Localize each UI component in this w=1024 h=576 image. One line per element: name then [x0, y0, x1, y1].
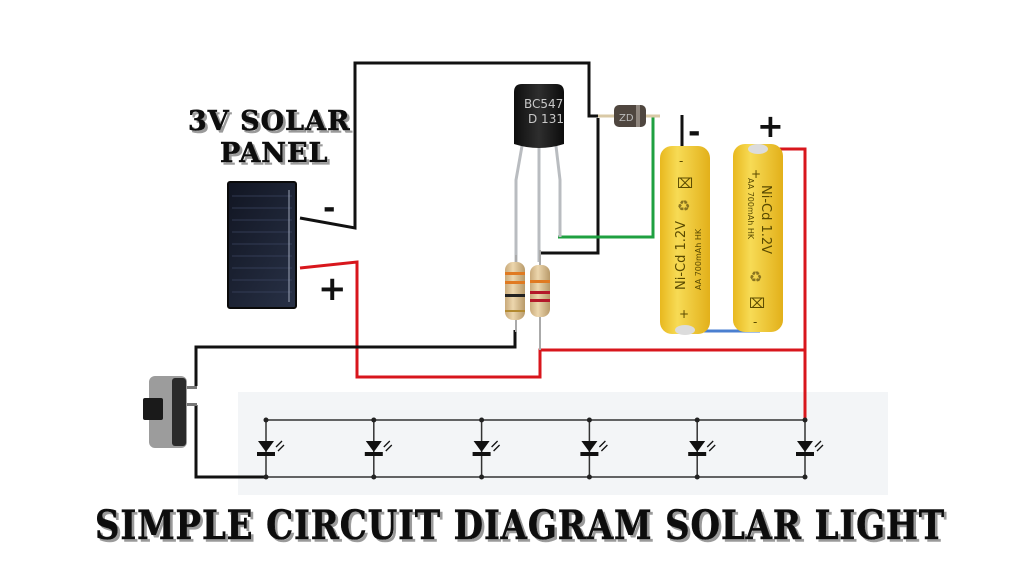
battery-2-chemistry: Ni-Cd 1.2V	[758, 185, 773, 254]
panel-negative-sign: -	[323, 191, 335, 226]
battery-negative-sign: -	[688, 115, 700, 150]
junction-dot	[371, 417, 377, 423]
transistor-marking-line2: D 131	[528, 112, 564, 126]
junction-dot	[586, 474, 592, 480]
battery-2: + - Ni-Cd 1.2V AA 700mAh HK ♻ ⌧	[733, 144, 783, 332]
led-board-background	[238, 392, 888, 495]
wire-green	[558, 114, 655, 239]
junction-dot	[263, 474, 269, 480]
junction-dot	[371, 474, 377, 480]
diode: ZD	[598, 105, 660, 127]
transistor-bc547: BC547 D 131	[514, 84, 564, 265]
battery-2-disposal-icon: ⌧	[749, 296, 765, 312]
led	[472, 417, 501, 480]
junction-dot	[263, 417, 269, 423]
junction-dot	[479, 417, 485, 423]
junction-dot	[802, 417, 808, 423]
led	[364, 417, 393, 480]
battery-1-disposal-icon: ⌧	[677, 176, 693, 192]
battery-1-bottom-terminal: +	[679, 307, 689, 321]
resistor-2	[530, 250, 550, 350]
wire-battery-positive	[770, 147, 807, 420]
wire-resistor-to-switch	[194, 330, 517, 386]
solar-panel-label-line1: 3V SOLAR	[188, 106, 351, 137]
wire-transistor-to-diode	[540, 118, 600, 255]
battery-2-bottom-terminal: -	[753, 315, 757, 329]
junction-dot	[694, 474, 700, 480]
resistor-1	[505, 255, 525, 332]
panel-positive-sign: +	[318, 269, 347, 309]
wire-panel-negative	[299, 61, 598, 230]
solar-panel	[227, 181, 297, 309]
battery-1-chemistry: Ni-Cd 1.2V	[674, 221, 689, 290]
solar-panel-label-line2: PANEL	[220, 138, 329, 169]
junction-dot	[586, 417, 592, 423]
battery-1: - + Ni-Cd 1.2V AA 700mAh HK ⌧ ♻	[660, 146, 710, 335]
led	[580, 417, 608, 480]
led	[257, 417, 285, 480]
led	[688, 417, 716, 480]
diode-marking: ZD	[619, 113, 634, 124]
wire-panel-positive	[299, 260, 805, 379]
led-array	[257, 417, 824, 480]
led	[796, 417, 824, 480]
battery-1-top-terminal: -	[679, 154, 683, 168]
slide-switch[interactable]	[143, 376, 197, 448]
transistor-marking-line1: BC547	[524, 97, 563, 111]
battery-1-recycle-icon: ♻	[677, 197, 690, 215]
battery-1-spec: AA 700mAh HK	[694, 228, 703, 290]
junction-dot	[694, 417, 700, 423]
wire-switch-to-led	[194, 405, 266, 479]
wires	[194, 61, 807, 479]
battery-2-spec: AA 700mAh HK	[746, 178, 755, 240]
battery-2-top-terminal: +	[751, 167, 761, 181]
junction-dot	[479, 474, 485, 480]
battery-positive-sign: +	[757, 107, 784, 145]
battery-2-recycle-icon: ♻	[749, 268, 762, 286]
junction-dot	[802, 474, 808, 480]
diagram-title: SIMPLE CIRCUIT DIAGRAM SOLAR LIGHT	[95, 502, 945, 549]
